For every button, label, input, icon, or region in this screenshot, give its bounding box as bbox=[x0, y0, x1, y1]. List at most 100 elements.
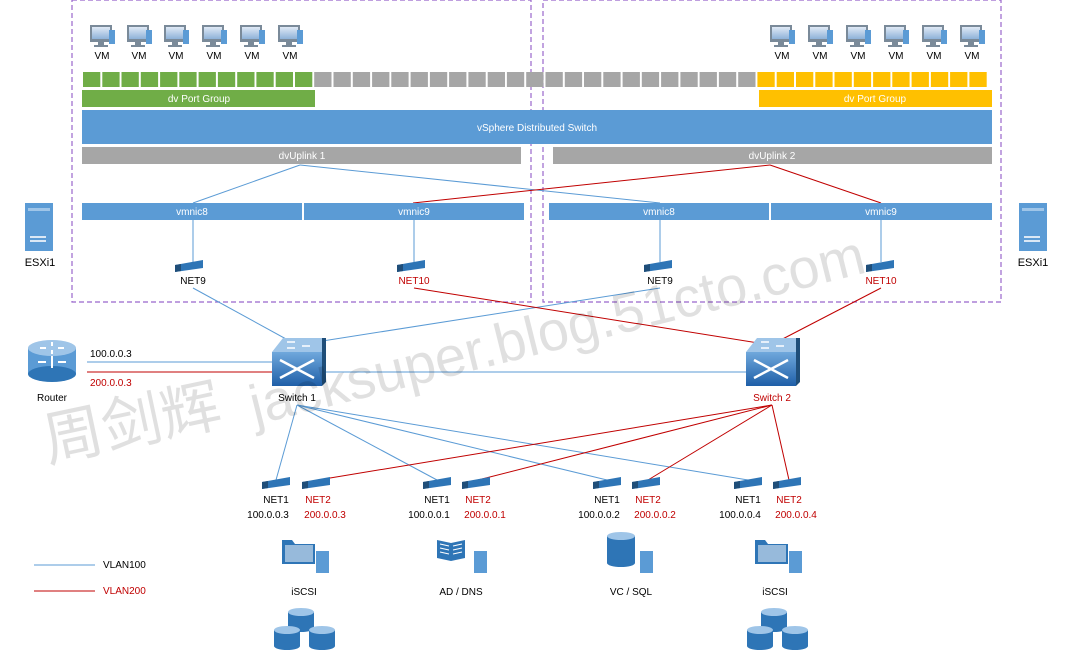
server-net1-label: NET1 bbox=[424, 495, 450, 506]
uplink-1-label: dvUplink 1 bbox=[279, 151, 326, 162]
dv-port bbox=[372, 72, 390, 87]
disk-icon bbox=[309, 626, 335, 650]
vm-icon bbox=[884, 25, 909, 47]
server-ip2-label: 200.0.0.4 bbox=[775, 510, 817, 521]
port-group-left-label: dv Port Group bbox=[168, 94, 231, 105]
vm-label: VM bbox=[169, 51, 184, 62]
dv-port bbox=[584, 72, 602, 87]
vmnic-h2-a-label: vmnic8 bbox=[643, 207, 675, 218]
switch-icon bbox=[746, 338, 800, 386]
server-net2-label: NET2 bbox=[305, 495, 331, 506]
nic-icon bbox=[773, 477, 801, 489]
directory-server-icon bbox=[437, 540, 487, 573]
vds-bar bbox=[82, 110, 992, 144]
vds-label: vSphere Distributed Switch bbox=[477, 123, 597, 134]
vm-label: VM bbox=[927, 51, 942, 62]
port-group-right-label: dv Port Group bbox=[844, 94, 907, 105]
vm-label: VM bbox=[775, 51, 790, 62]
server-2-label: AD / DNS bbox=[439, 587, 483, 598]
dv-port bbox=[429, 72, 448, 87]
dv-port bbox=[873, 72, 891, 87]
vm-icon bbox=[278, 25, 303, 47]
dv-port bbox=[796, 72, 814, 87]
server-net2-label: NET2 bbox=[465, 495, 491, 506]
dv-port bbox=[545, 72, 563, 87]
dv-port bbox=[680, 72, 698, 87]
server-net2-label: NET2 bbox=[776, 495, 802, 506]
vmnic-h2-b bbox=[771, 203, 992, 220]
vm-icon bbox=[127, 25, 152, 47]
dv-port bbox=[256, 72, 274, 87]
dv-port bbox=[718, 72, 737, 87]
uplink-2-bar bbox=[553, 147, 992, 164]
switch-1-label: Switch 1 bbox=[278, 393, 316, 404]
watermark-name: 周剑辉 bbox=[37, 372, 227, 475]
nic-icon bbox=[302, 477, 330, 489]
dv-port bbox=[352, 72, 371, 87]
watermark-url: jacksuper.blog.51cto.com bbox=[241, 223, 871, 437]
dv-port bbox=[160, 72, 178, 87]
server-icon bbox=[1019, 203, 1047, 251]
dv-port bbox=[217, 72, 236, 87]
nic-icon bbox=[632, 477, 660, 489]
vm-label: VM bbox=[132, 51, 147, 62]
dv-port bbox=[140, 72, 159, 87]
port-group-left bbox=[82, 90, 315, 107]
vmnic-h2-b-label: vmnic9 bbox=[865, 207, 897, 218]
dv-port bbox=[449, 72, 467, 87]
switch-2-label: Switch 2 bbox=[753, 393, 791, 404]
esxi-right-label: ESXi1 bbox=[1018, 257, 1049, 269]
port-strip bbox=[83, 72, 987, 87]
uplink-2-label: dvUplink 2 bbox=[749, 151, 796, 162]
server-ip1-label: 100.0.0.2 bbox=[578, 510, 620, 521]
folder-server-icon bbox=[755, 540, 802, 573]
host1-frame bbox=[71, 0, 532, 303]
host-frames bbox=[71, 0, 1002, 303]
dv-port bbox=[506, 72, 525, 87]
host-switch-links bbox=[192, 287, 882, 346]
dv-port bbox=[622, 72, 640, 87]
dv-port bbox=[121, 72, 139, 87]
dv-port bbox=[892, 72, 910, 87]
vm-label: VM bbox=[283, 51, 298, 62]
host2-net9-label: NET9 bbox=[647, 276, 673, 287]
legend-vlan200-label: VLAN200 bbox=[103, 586, 146, 597]
nic-icon bbox=[462, 477, 490, 489]
server-ip2-label: 200.0.0.3 bbox=[304, 510, 346, 521]
server-ip1-label: 100.0.0.3 bbox=[247, 510, 289, 521]
disk-icon bbox=[747, 626, 773, 650]
storage-group bbox=[274, 608, 808, 650]
dv-port bbox=[661, 72, 679, 87]
nic-icon bbox=[397, 260, 425, 272]
dv-port bbox=[275, 72, 293, 87]
switch-server-links bbox=[275, 404, 790, 481]
esxi-left-label: ESXi1 bbox=[25, 257, 56, 269]
server-nics: NET1 NET2 100.0.0.3 200.0.0.3 NET1 NET2 100.0.… bbox=[247, 477, 817, 521]
server-ip1-label: 100.0.0.4 bbox=[719, 510, 761, 521]
vmnic-h1-b-label: vmnic9 bbox=[398, 207, 430, 218]
server-3-label: VC / SQL bbox=[610, 587, 653, 598]
server-net1-label: NET1 bbox=[735, 495, 761, 506]
vm-icon bbox=[808, 25, 833, 47]
dv-port bbox=[468, 72, 486, 87]
vm-label: VM bbox=[889, 51, 904, 62]
server-net1-label: NET1 bbox=[594, 495, 620, 506]
dv-port bbox=[410, 72, 428, 87]
dv-port bbox=[738, 72, 756, 87]
vm-icon bbox=[960, 25, 985, 47]
dv-port bbox=[237, 72, 255, 87]
dv-port bbox=[314, 72, 332, 87]
vm-label: VM bbox=[245, 51, 260, 62]
nic-icon bbox=[593, 477, 621, 489]
host1-net9-label: NET9 bbox=[180, 276, 206, 287]
dv-port bbox=[83, 72, 101, 87]
dv-port bbox=[295, 72, 313, 87]
vm-label: VM bbox=[851, 51, 866, 62]
dv-port bbox=[487, 72, 505, 87]
server-ip2-label: 200.0.0.2 bbox=[634, 510, 676, 521]
dv-port bbox=[391, 72, 409, 87]
host2-net10-label: NET10 bbox=[865, 276, 897, 287]
dv-port bbox=[603, 72, 621, 87]
vmnic-nic-links bbox=[192, 220, 882, 262]
